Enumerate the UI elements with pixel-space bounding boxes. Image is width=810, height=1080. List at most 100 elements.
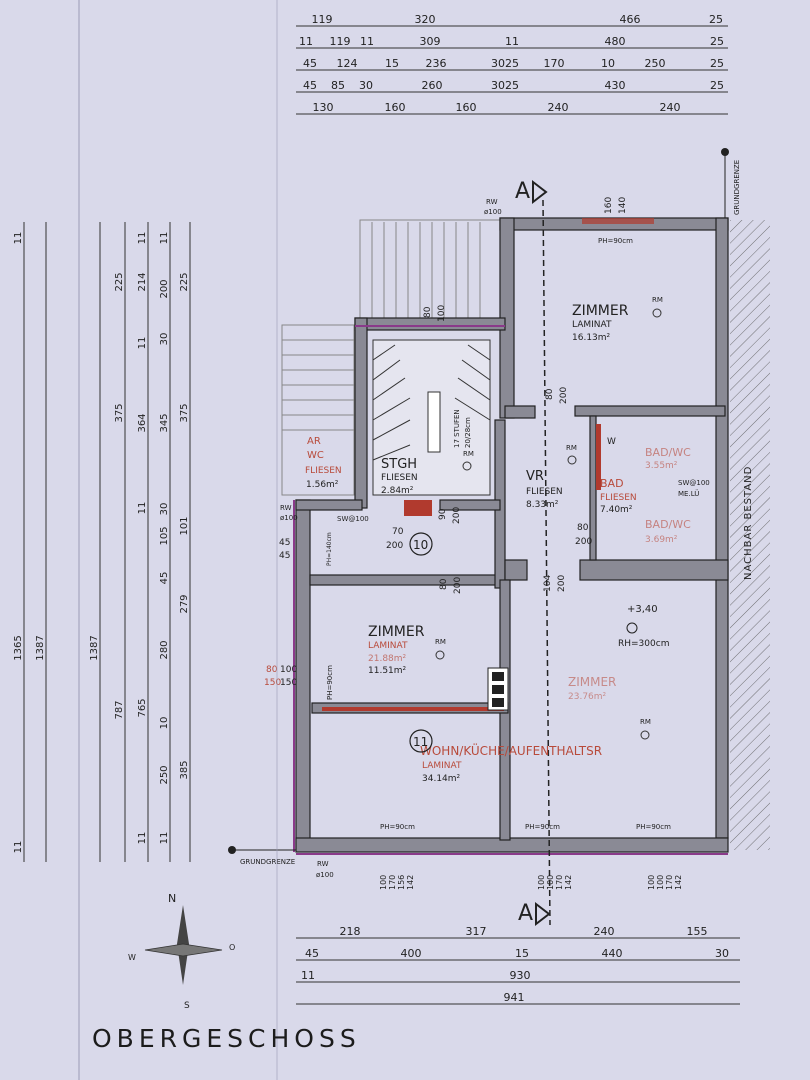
dims-top-r1-value: 11	[360, 35, 374, 48]
svg-text:142: 142	[564, 875, 573, 890]
dims-bottom-r2-value: 11	[301, 969, 315, 982]
dims-top-r4-value: 130	[313, 101, 334, 114]
dims-left-value: 11	[137, 832, 148, 845]
svg-text:100: 100	[656, 875, 665, 890]
section-arrow-top	[532, 179, 548, 205]
dims-bottom-r1-value: 15	[515, 947, 529, 960]
dims-left-value: 105	[159, 526, 170, 545]
dims-bottom-r1-value: 30	[715, 947, 729, 960]
dims-top-r2-value: 170	[544, 57, 565, 70]
chimney	[487, 667, 509, 711]
svg-text:7.40m²: 7.40m²	[600, 505, 633, 515]
svg-text:8.33m²: 8.33m²	[526, 500, 559, 510]
dims-left-value: 385	[179, 760, 190, 779]
compass-icon: N S W O	[128, 892, 235, 1011]
grundgrenze-marker-bottom	[228, 846, 236, 854]
svg-text:100: 100	[647, 875, 656, 890]
dims-top-r2-value: 236	[426, 57, 447, 70]
dims-bottom-r0-value: 240	[594, 925, 615, 938]
svg-text:34.14m²: 34.14m²	[422, 774, 461, 784]
dims-left-value: 250	[159, 765, 170, 784]
svg-text:140: 140	[618, 197, 628, 214]
dims-left-value: 364	[137, 413, 148, 432]
rw-left-d: ø100	[280, 514, 298, 522]
dims-top-r3-value: 430	[605, 79, 626, 92]
neighbour-hatch	[730, 220, 770, 850]
circle-11-icon	[409, 729, 433, 753]
svg-text:ZIMMER: ZIMMER	[572, 303, 629, 319]
dim-left-wall-b: 45	[279, 551, 290, 561]
height-marker: +3,40	[627, 604, 658, 615]
dims-left-value: 345	[159, 413, 170, 432]
svg-text:FLIESEN: FLIESEN	[600, 493, 637, 503]
dims-left-value: 1387	[35, 635, 46, 660]
dims-top-r2-value: 25	[710, 57, 724, 70]
svg-text:200: 200	[452, 507, 462, 524]
svg-text:150: 150	[264, 678, 281, 688]
dims-top-r4-value: 160	[385, 101, 406, 114]
dims-left-value: 1365	[13, 635, 24, 660]
dims-top-r4-value: 160	[456, 101, 477, 114]
svg-text:11.51m²: 11.51m²	[368, 666, 407, 676]
dims-left-value: 200	[159, 279, 170, 298]
dims-bottom-r0-value: 155	[687, 925, 708, 938]
svg-text:VR: VR	[526, 469, 544, 484]
dims-top-r2-value: 250	[645, 57, 666, 70]
terrace-top	[359, 219, 501, 321]
dims-top-r1-value: 119	[330, 35, 351, 48]
dims-left-value: 375	[114, 403, 125, 422]
me-lu: ME.LÜ	[678, 489, 699, 498]
svg-text:156: 156	[397, 875, 406, 890]
dims-left-value: 11	[159, 832, 170, 845]
room-stgh: STGH FLIESEN 2.84m² RM	[381, 450, 474, 496]
dim-left-wall-a: 45	[279, 538, 290, 548]
svg-text:LAMINAT: LAMINAT	[368, 641, 408, 651]
dims-left-value: 11	[137, 232, 148, 245]
svg-text:WOHN/KÜCHE/AUFENTHALTSR: WOHN/KÜCHE/AUFENTHALTSR	[420, 742, 602, 758]
svg-text:170: 170	[388, 875, 397, 890]
dims-left-value: 30	[159, 503, 170, 516]
dims-bottom-r0-value: 218	[340, 925, 361, 938]
ph-bottom-2: PH=90cm	[525, 823, 560, 831]
dims-left-value: 214	[137, 272, 148, 291]
outline-accent	[293, 325, 728, 855]
svg-text:RM: RM	[652, 296, 663, 304]
dims-top-r4-value: 240	[660, 101, 681, 114]
ph-bottom-3: PH=90cm	[636, 823, 671, 831]
svg-text:170: 170	[555, 875, 564, 890]
rh-label: RH=300cm	[618, 639, 669, 649]
svg-text:21.88m²: 21.88m²	[368, 654, 407, 664]
svg-text:200: 200	[557, 575, 567, 592]
door-dims: 80 200 90 200 70 200 80 200 104 200 80 2…	[264, 197, 628, 688]
dims-top-r3-value: 260	[422, 79, 443, 92]
dims-left-value: 45	[159, 572, 170, 585]
svg-text:80: 80	[545, 388, 555, 400]
dims-bottom-r2-value: 930	[510, 969, 531, 982]
svg-text:FLIESEN: FLIESEN	[381, 473, 418, 483]
svg-text:RM: RM	[435, 638, 446, 646]
dims-left-value: 30	[159, 333, 170, 346]
dims-top-r3-value: 45	[303, 79, 317, 92]
svg-text:142: 142	[674, 875, 683, 890]
dims-left-value: 101	[179, 516, 190, 535]
dims-top-r1-value: 480	[605, 35, 626, 48]
svg-text:LAMINAT: LAMINAT	[572, 320, 612, 330]
dims-top-r2-value: 15	[385, 57, 399, 70]
svg-text:200: 200	[386, 541, 403, 551]
dims-left-value: 11	[159, 232, 170, 245]
dims-left-value: 11	[137, 502, 148, 515]
dims-top-r1-value: 25	[710, 35, 724, 48]
svg-text:ZIMMER: ZIMMER	[368, 624, 425, 640]
room-zimmer-right: ZIMMER 23.76m² RM	[568, 675, 651, 726]
svg-text:142: 142	[406, 875, 415, 890]
section-line	[542, 199, 551, 926]
height-marker-icon	[626, 622, 638, 634]
dims-top-r1-value: 11	[505, 35, 519, 48]
dims-left-value: 1387	[89, 635, 100, 660]
grundgrenze-top: GRUNDGRENZE	[733, 160, 741, 215]
svg-text:O: O	[229, 943, 235, 952]
room-bad: BAD FLIESEN 7.40m²	[600, 477, 637, 515]
svg-text:100: 100	[546, 875, 555, 890]
dims-left-value: 11	[13, 841, 24, 854]
ph-wc: PH=140cm	[326, 532, 333, 566]
